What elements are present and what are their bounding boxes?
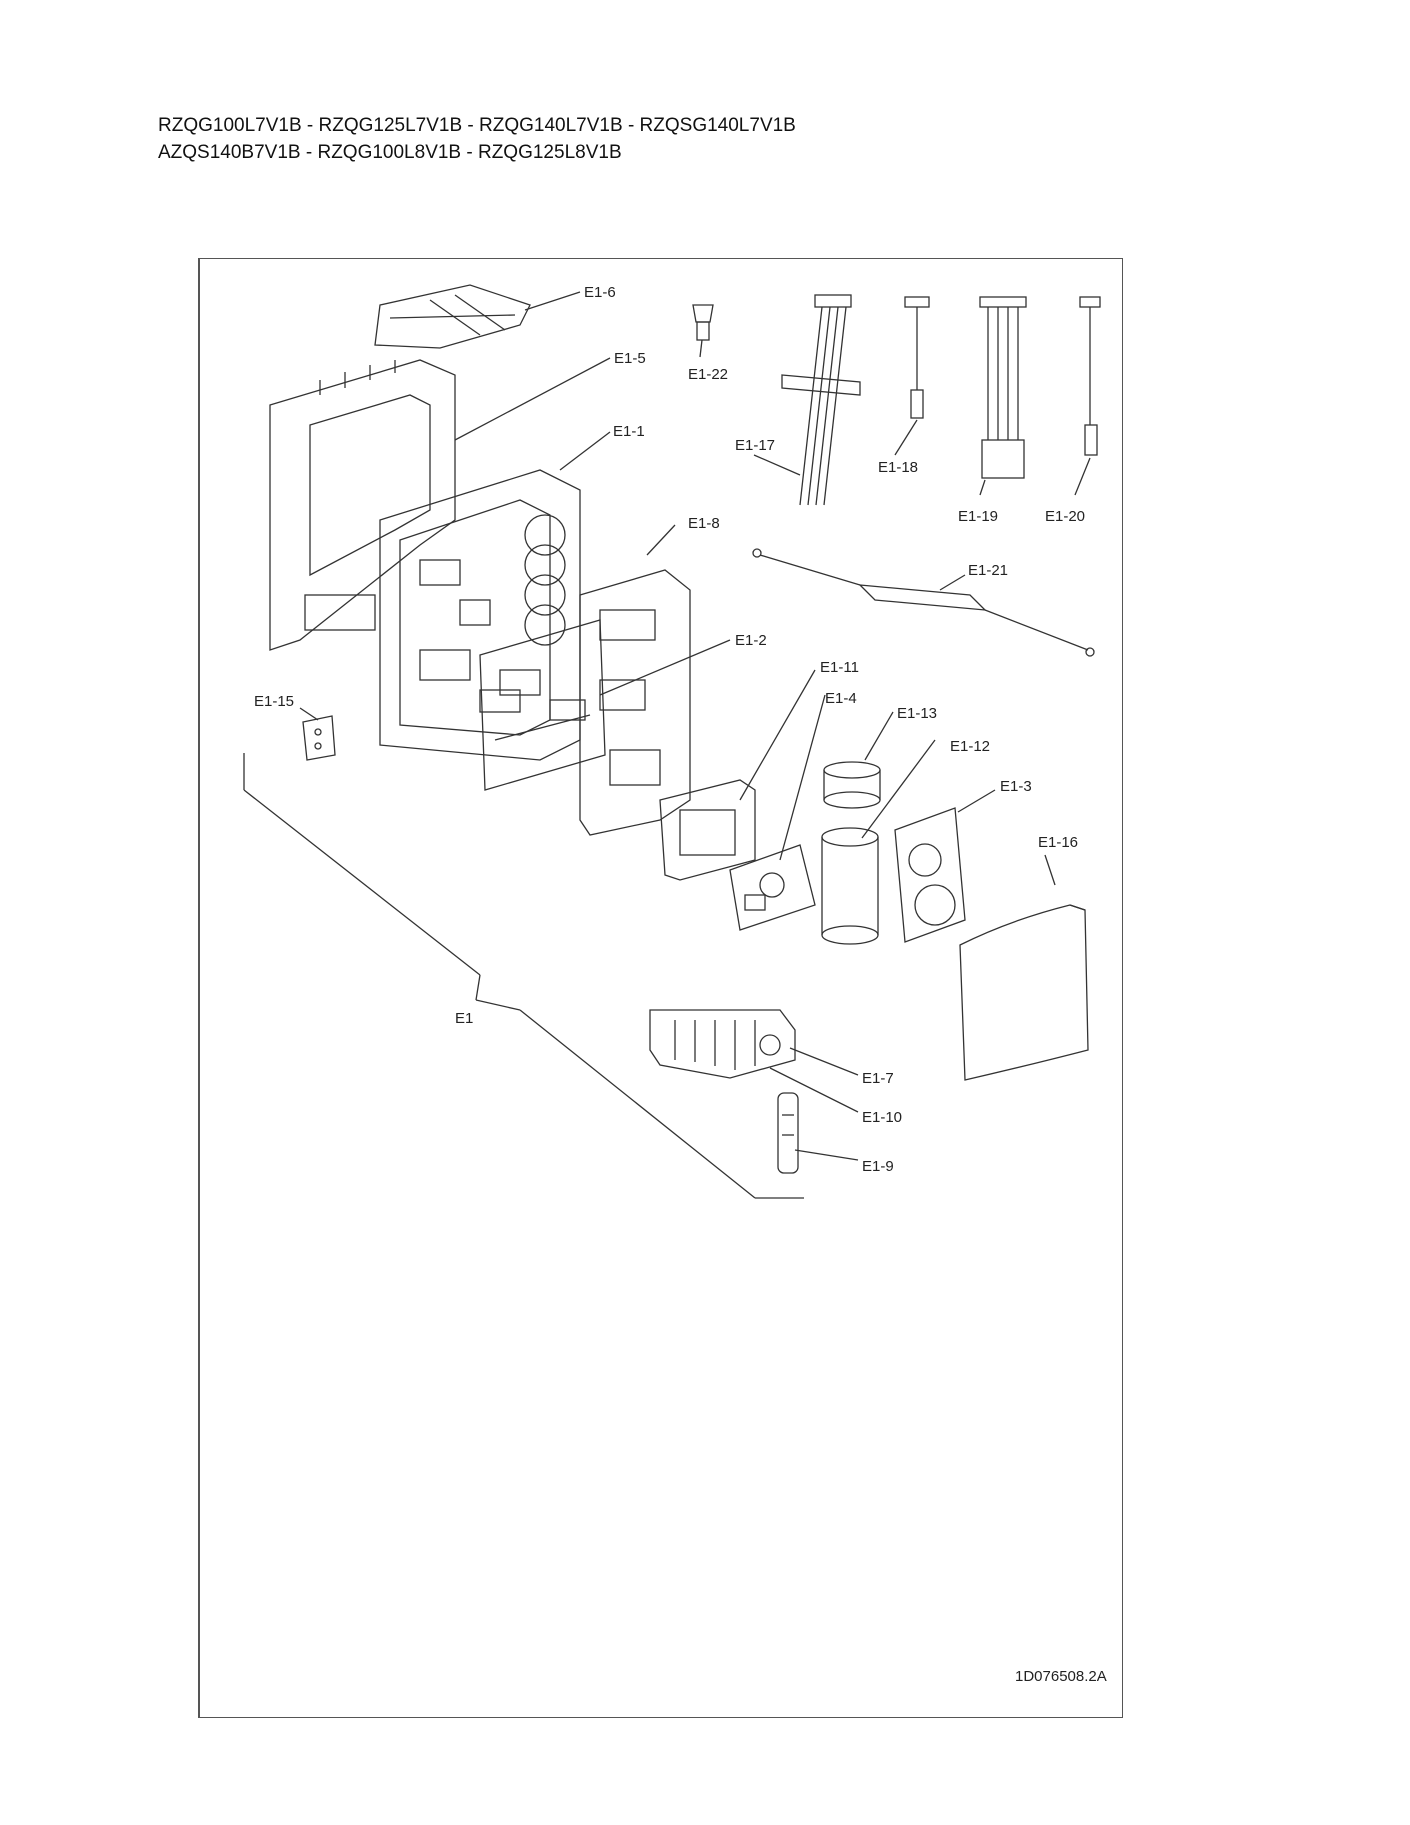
label-e1: E1 — [455, 1010, 473, 1027]
label-e1-21: E1-21 — [968, 562, 1008, 579]
label-e1-6: E1-6 — [584, 284, 616, 301]
label-e1-12: E1-12 — [950, 738, 990, 755]
part-e1-20-sensor — [1079, 296, 1101, 456]
part-e1-15-bracket — [302, 715, 336, 761]
part-e1-16-insulation — [959, 904, 1089, 1081]
label-e1-7: E1-7 — [862, 1070, 894, 1087]
part-e1-11-frame — [659, 779, 756, 881]
label-e1-8: E1-8 — [688, 515, 720, 532]
label-e1-2: E1-2 — [735, 632, 767, 649]
part-e1-21-heater-cable — [752, 548, 1095, 657]
label-e1-15: E1-15 — [254, 693, 294, 710]
label-e1-16: E1-16 — [1038, 834, 1078, 851]
part-e1-22-fuse — [692, 304, 714, 341]
label-e1-17: E1-17 — [735, 437, 775, 454]
label-e1-13: E1-13 — [897, 705, 937, 722]
part-e1-18-sensor — [904, 296, 930, 419]
part-e1-9-clamp — [777, 1092, 799, 1174]
part-e1-2-inverter-board — [479, 619, 606, 791]
diagram-frame — [198, 258, 1123, 1718]
label-e1-3: E1-3 — [1000, 778, 1032, 795]
label-e1-5: E1-5 — [614, 350, 646, 367]
model-list-line-1: RZQG100L7V1B - RZQG125L7V1B - RZQG140L7V… — [158, 115, 796, 136]
label-e1-9: E1-9 — [862, 1158, 894, 1175]
label-e1-22: E1-22 — [688, 366, 728, 383]
label-e1-4: E1-4 — [825, 690, 857, 707]
label-e1-18: E1-18 — [878, 459, 918, 476]
part-e1-3-reactor-board — [894, 807, 966, 943]
part-e1-8-sub-board — [579, 569, 691, 836]
document-number: 1D076508.2A — [1015, 1668, 1107, 1685]
label-e1-1: E1-1 — [613, 423, 645, 440]
part-e1-7-terminal-block — [649, 1009, 796, 1079]
part-e1-17-wire-harness — [781, 294, 861, 506]
part-e1-4-filter-board — [729, 844, 816, 931]
leader-lines — [299, 291, 1091, 1161]
model-list-header: RZQG100L7V1B - RZQG125L7V1B - RZQG140L7V… — [158, 112, 796, 166]
part-e1-13-band — [823, 761, 881, 809]
part-e1-12-capacitor — [821, 827, 879, 945]
part-e1-19-sensor-set — [979, 296, 1027, 479]
part-e1-5-box-frame — [269, 359, 456, 651]
label-e1-19: E1-19 — [958, 508, 998, 525]
part-e1-6-top-plate — [374, 284, 531, 349]
model-list-line-2: AZQS140B7V1B - RZQG100L8V1B - RZQG125L8V… — [158, 142, 622, 163]
e1-assembly-bracket — [243, 753, 804, 1199]
part-labels: E1-6 E1-5 E1-1 E1-8 E1-2 E1-11 E1-4 E1-1… — [254, 284, 1085, 1175]
label-e1-20: E1-20 — [1045, 508, 1085, 525]
label-e1-11: E1-11 — [820, 659, 859, 676]
label-e1-10: E1-10 — [862, 1109, 902, 1126]
